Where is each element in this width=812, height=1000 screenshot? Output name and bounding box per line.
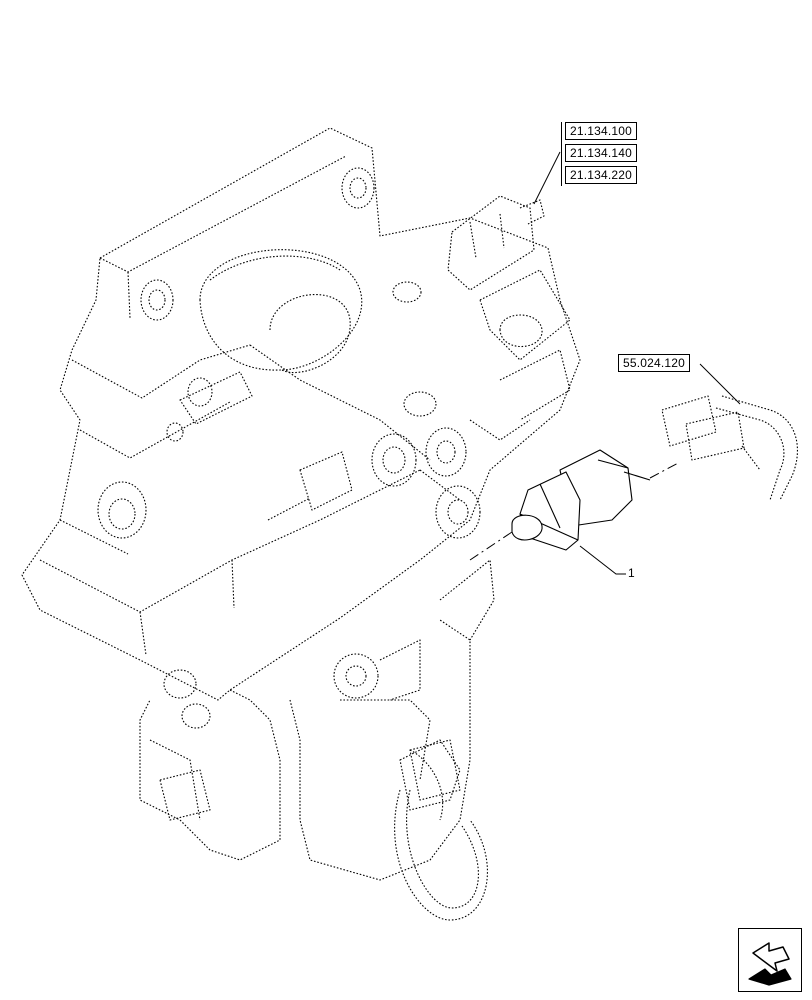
reference-box-3[interactable]: 21.134.220 bbox=[565, 166, 638, 184]
right-harness-connector bbox=[661, 395, 799, 501]
upper-solenoid-connector bbox=[447, 195, 571, 441]
reference-box-single[interactable]: 55.024.120 bbox=[618, 354, 691, 372]
pressure-switch-part bbox=[511, 449, 651, 551]
mounting-bosses bbox=[97, 167, 481, 729]
back-navigation-button[interactable] bbox=[738, 928, 802, 992]
part-callout-label: 1 bbox=[628, 566, 635, 580]
lower-cylinder-section bbox=[139, 559, 495, 881]
assembly-axis-lines bbox=[469, 461, 681, 561]
reference-box-1[interactable]: 21.134.100 bbox=[565, 122, 638, 140]
reference-group-bracket bbox=[561, 122, 562, 186]
back-arrow-icon bbox=[748, 942, 792, 986]
lower-harness-loop bbox=[394, 739, 488, 921]
reference-box-2[interactable]: 21.134.140 bbox=[565, 144, 638, 162]
valve-block-housing bbox=[21, 127, 581, 701]
leader-lines bbox=[533, 151, 741, 575]
